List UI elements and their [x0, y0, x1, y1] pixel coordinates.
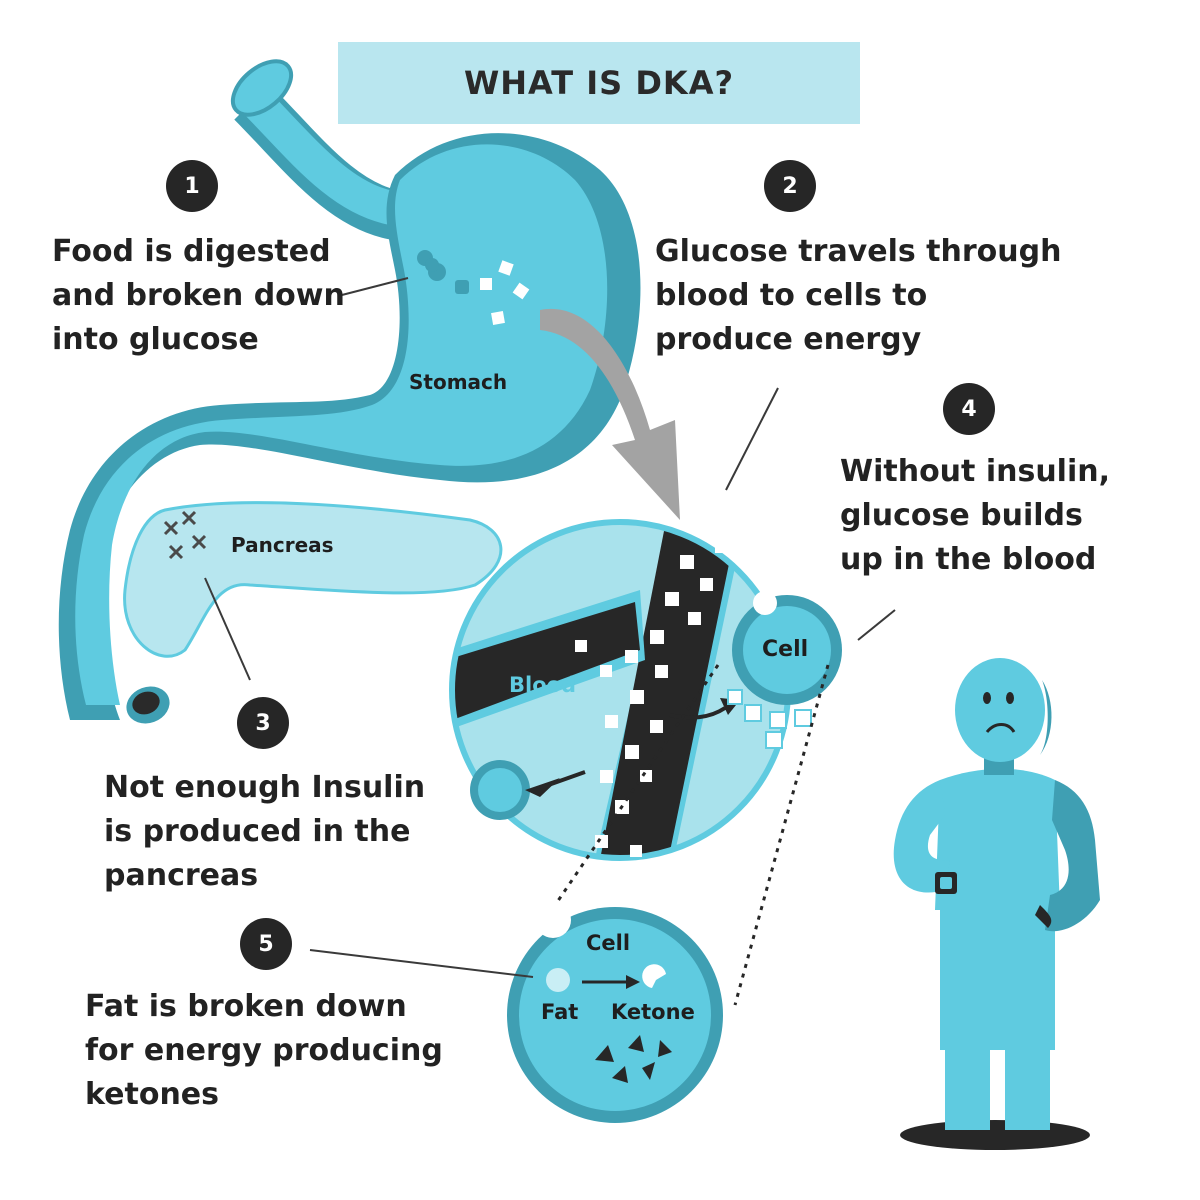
glucose-squares — [575, 520, 728, 857]
insulin-x-marks — [163, 510, 207, 560]
zoom-connector-lines — [543, 664, 830, 1006]
step-2-text: Glucose travels through blood to cells t… — [655, 230, 1061, 362]
step-2-marker: 2 — [764, 160, 816, 212]
callout-lines — [204, 277, 896, 978]
esophagus — [230, 59, 401, 240]
step-2-line-2: blood to cells to — [655, 278, 928, 313]
step-1-number: 1 — [184, 173, 200, 199]
fat-label: Fat — [541, 1000, 579, 1024]
step-2-line-3: produce energy — [655, 322, 922, 357]
pancreas-label: Pancreas — [231, 533, 334, 557]
food-particles — [417, 250, 530, 325]
step-4-text: Without insulin, glucose builds up in th… — [840, 450, 1110, 582]
step-1-text: Food is digested and broken down into gl… — [52, 230, 345, 362]
stomach-label: Stomach — [409, 370, 508, 394]
step-5-line-1: Fat is broken down — [85, 989, 407, 1024]
step-1-marker: 1 — [166, 160, 218, 212]
step-4-line-2: glucose builds — [840, 498, 1083, 533]
upper-cell — [727, 591, 842, 749]
step-3-marker: 3 — [237, 697, 289, 749]
person-figure — [893, 658, 1100, 1150]
step-3-number: 3 — [255, 710, 271, 736]
lower-cell-label: Cell — [586, 931, 631, 955]
step-4-marker: 4 — [943, 383, 995, 435]
pancreas-organ — [123, 501, 503, 658]
blood-label: Blood — [509, 673, 577, 697]
glucose-flow-arrow — [540, 308, 680, 520]
step-5-line-2: for energy producing — [85, 1033, 443, 1068]
upper-cell-label: Cell — [762, 637, 809, 662]
page-title: WHAT IS DKA? — [463, 64, 735, 102]
lower-cell — [507, 902, 723, 1123]
step-5-marker: 5 — [240, 918, 292, 970]
step-4-number: 4 — [961, 396, 977, 422]
step-5-text: Fat is broken down for energy producing … — [85, 985, 443, 1117]
ketone-label: Ketone — [611, 1000, 695, 1024]
step-2-line-1: Glucose travels through — [655, 234, 1062, 269]
step-1-line-3: into glucose — [52, 322, 259, 357]
step-2-number: 2 — [782, 173, 798, 199]
step-3-line-3: pancreas — [104, 858, 259, 893]
stomach-organ — [58, 133, 641, 724]
title-banner: WHAT IS DKA? — [338, 42, 860, 124]
step-1-line-2: and broken down — [52, 278, 345, 313]
blood-vessel-zoom — [449, 519, 791, 861]
step-5-number: 5 — [258, 931, 274, 957]
step-4-line-3: up in the blood — [840, 542, 1097, 577]
step-3-line-1: Not enough Insulin — [104, 770, 426, 805]
step-3-line-2: is produced in the — [104, 814, 411, 849]
step-1-line-1: Food is digested — [52, 234, 331, 269]
step-4-line-1: Without insulin, — [840, 454, 1110, 489]
step-3-text: Not enough Insulin is produced in the pa… — [104, 766, 425, 898]
step-5-line-3: ketones — [85, 1077, 220, 1112]
